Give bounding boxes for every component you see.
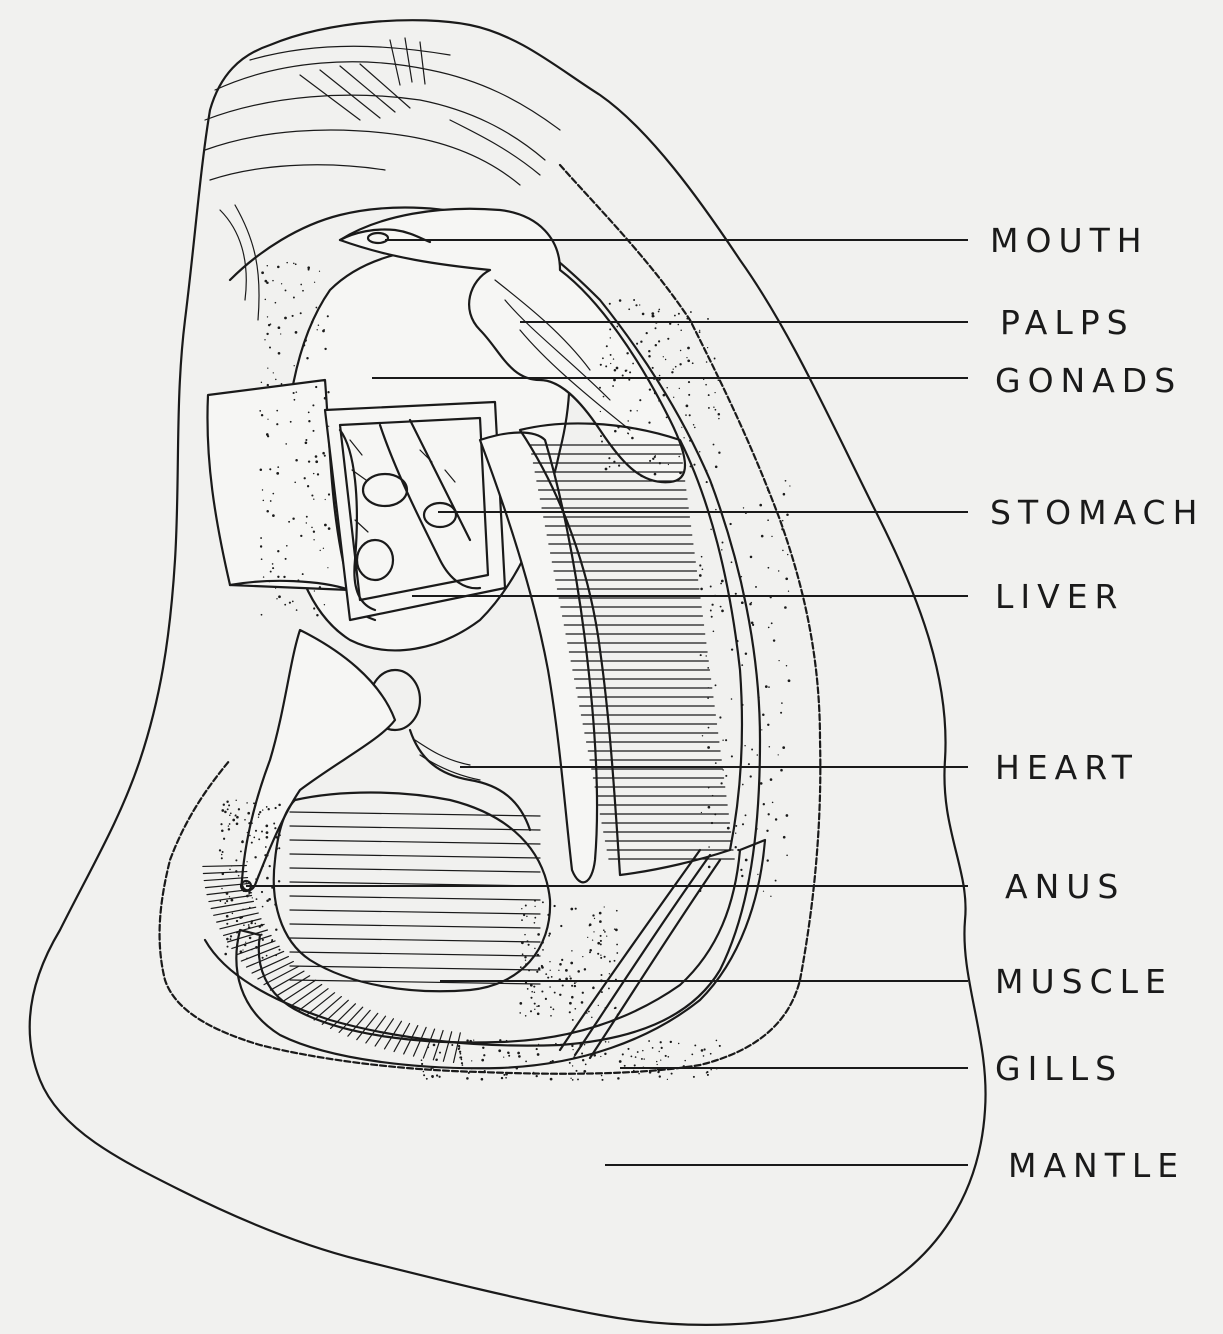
adductor-muscle — [274, 793, 550, 992]
label-gills: GILLS — [995, 1049, 1123, 1088]
oyster-illustration — [30, 20, 986, 1325]
heart-shape — [370, 670, 530, 830]
label-palps: PALPS — [1000, 303, 1135, 342]
muscle-lines — [290, 812, 540, 984]
label-stomach: STOMACH — [990, 493, 1204, 532]
label-muscle: MUSCLE — [995, 962, 1173, 1001]
label-heart: HEART — [995, 748, 1139, 787]
label-mouth: MOUTH — [990, 221, 1149, 260]
rectum-strap — [242, 630, 395, 890]
gill-lines — [203, 865, 460, 1062]
gills — [236, 840, 765, 1068]
label-liver: LIVER — [995, 577, 1124, 616]
label-gonads: GONADS — [995, 361, 1182, 400]
labels: MOUTH PALPS GONADS STOMACH LIVER HEART A… — [990, 221, 1204, 1185]
label-anus: ANUS — [1005, 867, 1125, 906]
label-mantle: MANTLE — [1008, 1146, 1185, 1185]
